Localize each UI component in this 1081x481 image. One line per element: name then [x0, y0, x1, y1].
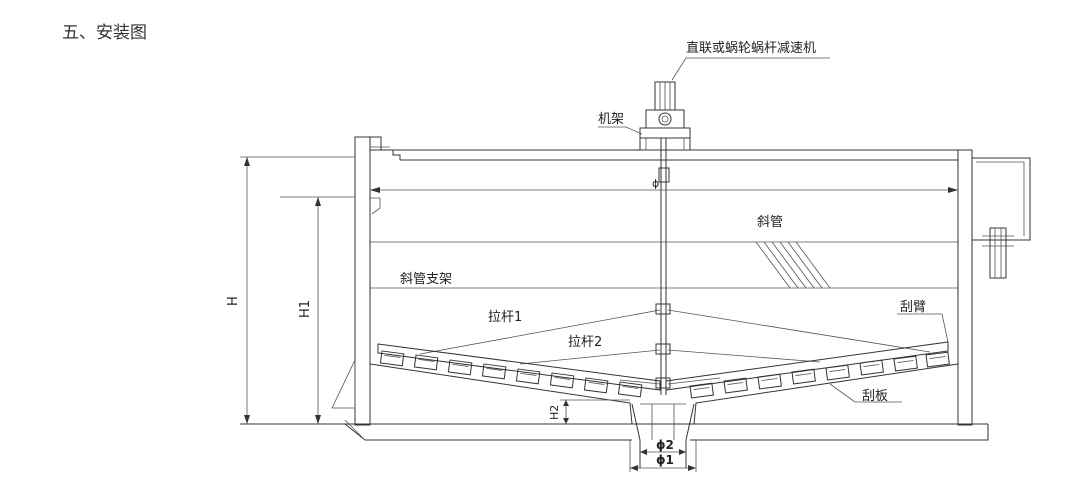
left-wall [354, 136, 371, 426]
label-blade: 刮板 [862, 389, 888, 404]
shaft-hub-2 [655, 343, 671, 355]
label-rod1: 拉杆1 [488, 310, 522, 325]
label-phi2: ϕ2 [656, 438, 674, 452]
label-dim-H: H [226, 296, 241, 306]
label-dim-H1: H1 [298, 300, 313, 318]
blade-right-4 [791, 368, 816, 385]
blade-right-3 [757, 373, 782, 390]
right-wall [957, 149, 973, 426]
blade-left-6 [549, 372, 575, 389]
tube-hatch [755, 241, 831, 289]
scraper-arm-left [377, 343, 661, 391]
blade-left-2 [413, 354, 439, 371]
outlet-pipe [989, 227, 1007, 279]
label-arm: 刮臂 [900, 300, 926, 315]
blade-left-8 [617, 381, 643, 398]
blade-left-5 [515, 368, 541, 385]
blade-left-4 [481, 363, 507, 380]
gearbox-shaft-circle [658, 112, 672, 126]
shaft-coupling [658, 167, 670, 183]
motor-leader [671, 57, 830, 81]
blade-right-2 [723, 377, 748, 394]
label-phi1: ϕ1 [656, 453, 674, 467]
label-tube-support: 斜管支架 [400, 272, 452, 287]
blade-right-7 [893, 355, 918, 372]
section-heading: 五、安装图 [62, 23, 147, 43]
frame-plate [639, 127, 691, 139]
central-shaft [655, 138, 671, 395]
label-dim-H2: H2 [548, 405, 561, 420]
label-tube: 斜管 [757, 215, 783, 230]
tie-rods [419, 309, 931, 385]
blade-right-8 [925, 351, 950, 368]
scraper-blades [379, 350, 950, 399]
shaft-hub-1 [655, 303, 671, 315]
label-motor: 直联或蜗轮蜗杆减速机 [686, 40, 816, 56]
drive-unit [598, 57, 830, 150]
blade-right-5 [825, 364, 850, 381]
blade-left-1 [379, 350, 405, 367]
dimensions [240, 156, 958, 472]
frame-leader [598, 126, 643, 135]
blade-right-1 [689, 382, 714, 399]
left-launder [370, 136, 401, 160]
blade-left-3 [447, 359, 473, 376]
blade-left-7 [583, 377, 609, 394]
left-foot [331, 359, 356, 409]
label-rod2: 拉杆2 [568, 335, 602, 350]
tank-structure [240, 136, 1031, 468]
label-phi: ϕ [652, 177, 659, 190]
leaders [829, 313, 949, 403]
scraper-arm-right [665, 341, 949, 391]
shaft-hub-3 [655, 377, 671, 389]
label-frame: 机架 [598, 112, 624, 127]
blade-right-6 [859, 359, 884, 376]
